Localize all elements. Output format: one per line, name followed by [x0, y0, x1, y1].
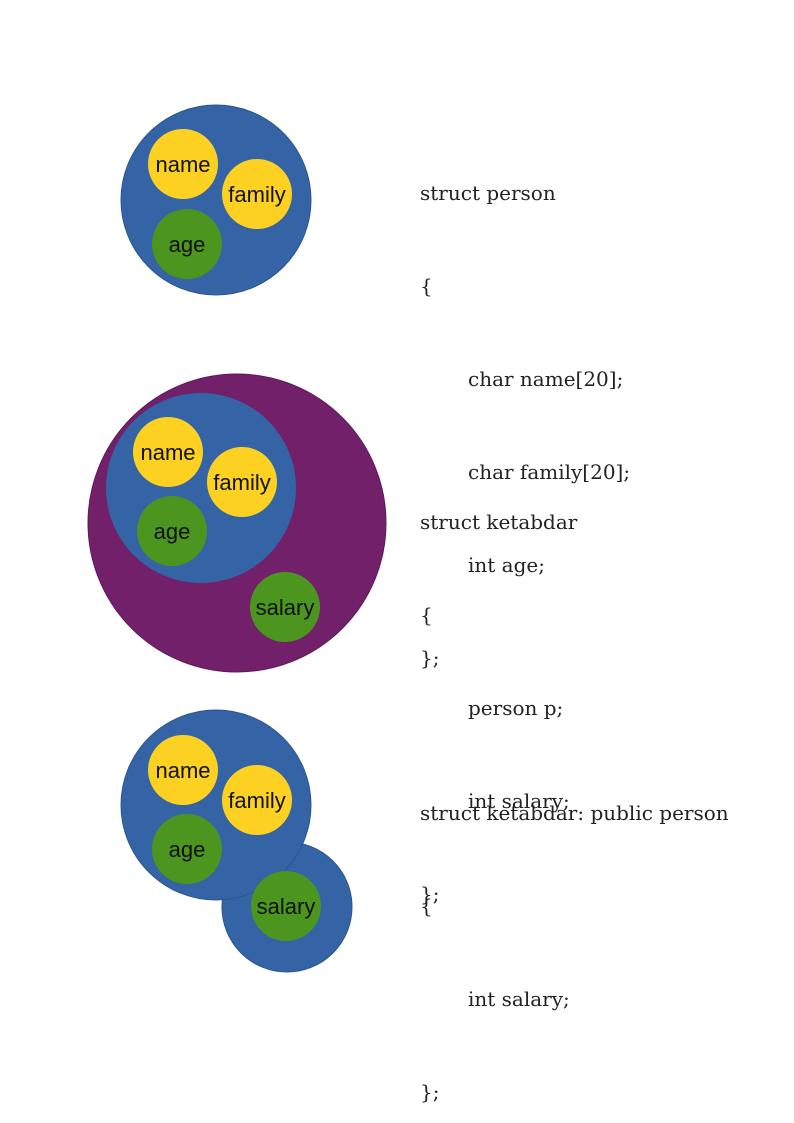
- code-line: int salary;: [468, 789, 570, 813]
- salary-field-label: salary: [256, 595, 315, 620]
- family-field-circle: [222, 765, 292, 835]
- age-field-circle: [152, 209, 222, 279]
- name-field-circle: [148, 735, 218, 805]
- code-open-brace: {: [420, 603, 433, 627]
- code-open-brace: {: [420, 894, 433, 918]
- person-struct-code: struct person { char name[20]; char fami…: [420, 116, 630, 705]
- age-field-circle: [137, 496, 207, 566]
- ketabdar-composition-code: struct ketabdar { person p; int salary; …: [420, 445, 577, 941]
- code-header: struct ketabdar: public person: [420, 801, 729, 825]
- ketabdar-inheritance-code: struct ketabdar: public person { int sal…: [420, 736, 729, 1123]
- code-line: char name[20];: [468, 367, 624, 391]
- age-field-label: age: [169, 232, 206, 257]
- salary-field-circle: [251, 871, 321, 941]
- salary-field-circle: [250, 572, 320, 642]
- name-field-label: name: [155, 758, 210, 783]
- code-close-brace: };: [420, 1080, 440, 1104]
- age-field-circle: [152, 814, 222, 884]
- code-close-brace: };: [420, 882, 440, 906]
- code-open-brace: {: [420, 274, 433, 298]
- ketabdar-composition-diagram: name family age salary: [87, 373, 387, 673]
- salary-field-label: salary: [257, 894, 316, 919]
- code-line: int age;: [468, 553, 545, 577]
- family-field-circle: [222, 159, 292, 229]
- family-field-label: family: [228, 788, 285, 813]
- name-field-circle: [148, 129, 218, 199]
- name-field-label: name: [155, 152, 210, 177]
- person-struct-diagram: name family age: [120, 104, 312, 296]
- code-header: struct person: [420, 181, 556, 205]
- code-line: char family[20];: [468, 460, 631, 484]
- family-field-circle: [207, 447, 277, 517]
- code-line: int salary;: [468, 987, 570, 1011]
- code-close-brace: };: [420, 646, 440, 670]
- age-field-label: age: [154, 519, 191, 544]
- name-field-label: name: [140, 440, 195, 465]
- age-field-label: age: [169, 837, 206, 862]
- code-header: struct ketabdar: [420, 510, 578, 534]
- code-line: person p;: [468, 696, 564, 720]
- name-field-circle: [133, 417, 203, 487]
- family-field-label: family: [228, 182, 285, 207]
- ketabdar-inheritance-diagram: name family age salary: [120, 709, 353, 973]
- family-field-label: family: [213, 470, 270, 495]
